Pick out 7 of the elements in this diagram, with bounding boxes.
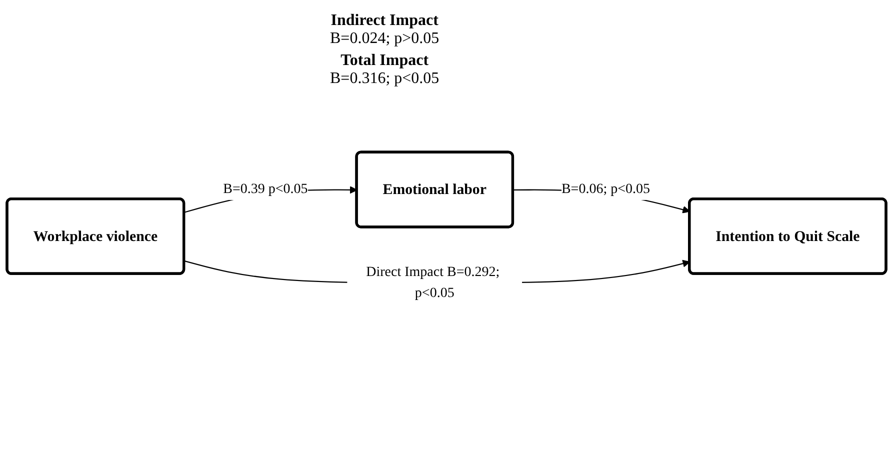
impact-heading: Total Impact (340, 52, 430, 70)
edge-label: Direct Impact B=0.292; p<0.05 (366, 264, 500, 300)
statistic-text: B=0.024; p>0.05 (330, 30, 440, 48)
edge-label: B=0.39 p<0.05 (223, 182, 308, 197)
impact-heading: Indirect Impact (330, 12, 440, 30)
statistic-text: B=0.316; p<0.05 (330, 70, 440, 88)
edge-label: B=0.06; p<0.05 (561, 182, 650, 197)
